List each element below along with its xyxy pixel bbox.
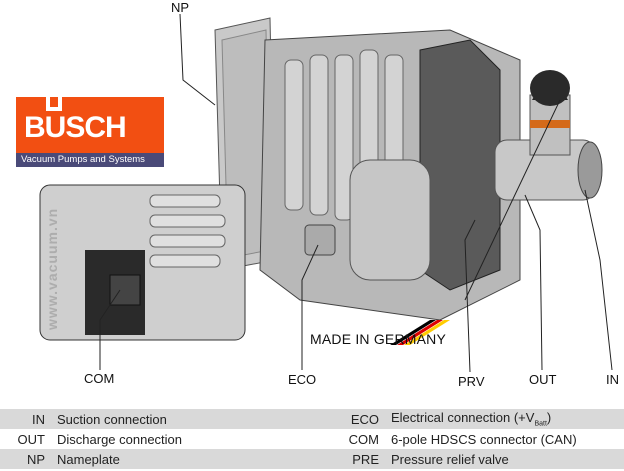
legend-desc: Suction connection [57,411,167,427]
legend-code: NP [26,451,45,467]
busch-logo: BUSCH Vacuum Pumps and Systems [16,97,164,167]
legend-desc: Electrical connection (+VBatt) [391,409,624,429]
callout-prv: PRV [458,374,485,389]
legend-row: IN Suction connection ECO Electrical con… [0,409,624,429]
legend-desc-sub: Batt [534,420,547,428]
legend-table: IN Suction connection ECO Electrical con… [0,409,624,469]
legend-desc: Pressure relief valve [391,451,509,467]
legend-desc-text: Electrical connection (+V [391,410,535,426]
pump-illustration [39,13,613,373]
legend-code: COM [348,431,379,447]
legend-row: OUT Discharge connection COM 6-pole HDSC… [0,429,624,449]
legend-code: IN [32,411,45,427]
legend-row: NP Nameplate PRE Pressure relief valve [0,449,624,469]
callout-com: COM [84,371,115,386]
logo-tagline: Vacuum Pumps and Systems [16,153,164,167]
callout-in: IN [606,372,619,387]
logo-wordmark: BUSCH [24,111,127,144]
watermark: www.vacuum.vn [44,207,60,330]
legend-desc: Nameplate [57,451,120,467]
callout-eco: ECO [288,372,317,387]
legend-code: PRE [352,451,379,467]
made-in-germany: MADE IN GERMANY [310,331,447,347]
legend-code: ECO [350,411,379,427]
legend-desc: 6-pole HDSCS connector (CAN) [391,431,577,447]
legend-desc-end: ) [546,410,552,426]
callout-out: OUT [529,372,557,387]
legend-code: OUT [17,431,45,447]
logo-u-top [46,97,62,111]
callout-np: NP [171,0,190,15]
legend-desc: Discharge connection [57,431,183,447]
